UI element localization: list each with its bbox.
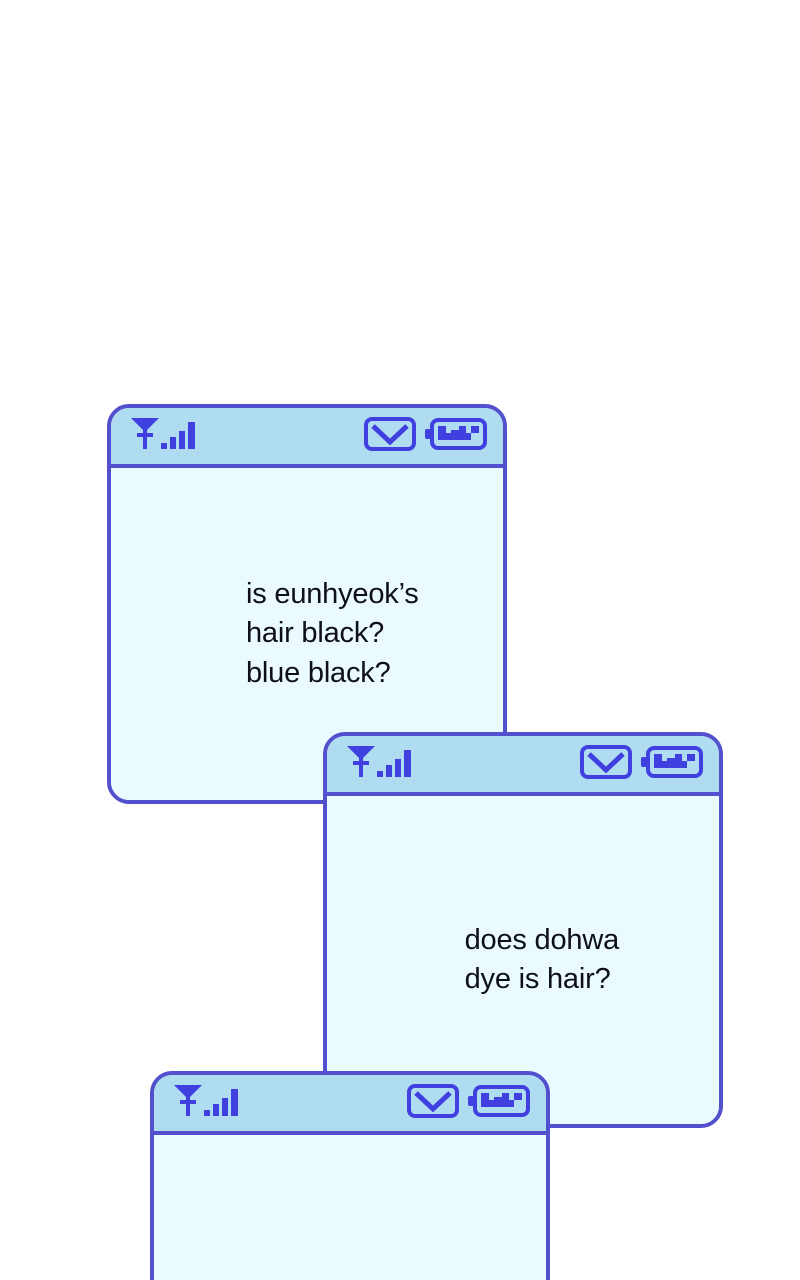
envelope-icon [580,744,632,784]
battery-icon [425,417,487,456]
message-card-3[interactable]: does the ceo [150,1071,550,1280]
message-body-2: does dohwa dye is hair? [327,796,719,1124]
envelope-icon [364,416,416,456]
battery-icon [468,1084,530,1123]
status-bar [327,736,719,796]
signal-bars-icon [172,1084,244,1123]
status-bar-right-group [407,1083,530,1123]
status-bar [111,408,503,468]
signal-bars-icon [345,745,417,784]
battery-icon [641,745,703,784]
status-bar-right-group [580,744,703,784]
status-bar-right-group [364,416,487,456]
envelope-icon [407,1083,459,1123]
status-bar-left-group [172,1084,244,1123]
status-bar-left-group [345,745,417,784]
status-bar-left-group [129,417,201,456]
message-card-2[interactable]: does dohwa dye is hair? [323,732,723,1128]
status-bar [154,1075,546,1135]
message-body-3: does the ceo [154,1135,546,1280]
message-text-2: does dohwa dye is hair? [464,923,620,995]
signal-bars-icon [129,417,201,456]
message-text-1: is eunhyeok’s hair black? blue black? [246,577,419,689]
